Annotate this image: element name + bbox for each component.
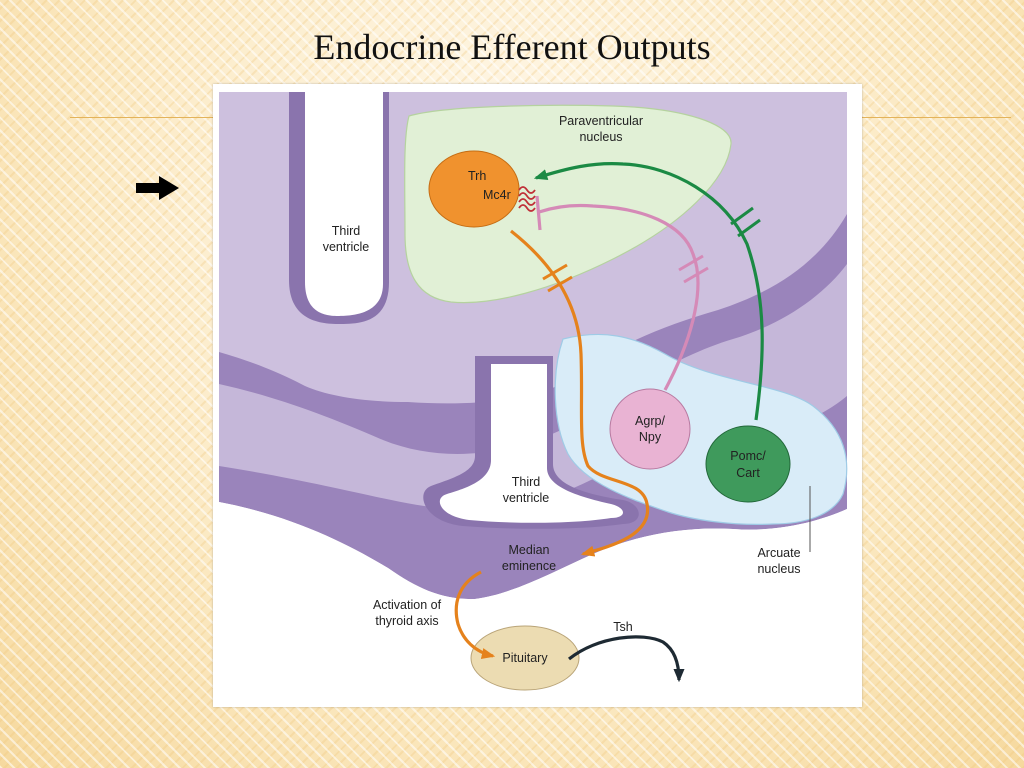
label-third-upper: Third xyxy=(332,224,361,238)
label-activation: Activation of xyxy=(373,598,442,612)
svg-text:Pituitary: Pituitary xyxy=(502,651,548,665)
trh-neuron: Trh Mc4r xyxy=(428,150,520,228)
agrp-npy-neuron: Agrp/ Npy xyxy=(609,388,691,470)
svg-text:Mc4r: Mc4r xyxy=(483,188,511,202)
pituitary: Pituitary xyxy=(470,625,580,691)
third-ventricle-upper xyxy=(289,92,389,324)
label-third-lower: Third xyxy=(512,475,541,489)
thyroid-axis-pathway xyxy=(454,570,496,660)
label-arcuate-nucleus: nucleus xyxy=(757,562,800,576)
right-arrow-icon xyxy=(136,176,179,200)
third-ventricle-lower xyxy=(423,356,639,529)
svg-text:Pomc/: Pomc/ xyxy=(730,449,766,463)
agrp-to-mc4r-pathway xyxy=(535,195,709,391)
pomc-to-pvn-pathway xyxy=(533,162,764,421)
mc4r-receptor-icon xyxy=(518,186,536,212)
hypothalamus-diagram: Trh Mc4r Agrp/ Npy Pomc/ Cart Pituitary xyxy=(213,84,862,707)
slide-title: Endocrine Efferent Outputs xyxy=(313,27,711,67)
svg-text:Trh: Trh xyxy=(468,169,486,183)
pomc-cart-neuron: Pomc/ Cart xyxy=(705,425,791,503)
svg-text:Cart: Cart xyxy=(736,466,760,480)
label-eminence: eminence xyxy=(502,559,556,573)
label-ventricle-lower: ventricle xyxy=(503,491,550,505)
title-rule-right xyxy=(861,117,1011,118)
label-ventricle-upper: ventricle xyxy=(323,240,370,254)
svg-text:Agrp/: Agrp/ xyxy=(635,414,665,428)
tsh-output-arrow xyxy=(568,635,685,683)
svg-text:Npy: Npy xyxy=(639,430,662,444)
label-nucleus: nucleus xyxy=(579,130,622,144)
title-rule-left xyxy=(70,117,214,118)
label-arcuate: Arcuate xyxy=(757,546,800,560)
label-tsh: Tsh xyxy=(613,620,633,634)
trh-to-median-eminence-pathway xyxy=(510,229,650,557)
label-median: Median xyxy=(509,543,550,557)
label-thyroid-axis: thyroid axis xyxy=(375,614,438,628)
label-paraventricular: Paraventricular xyxy=(559,114,643,128)
